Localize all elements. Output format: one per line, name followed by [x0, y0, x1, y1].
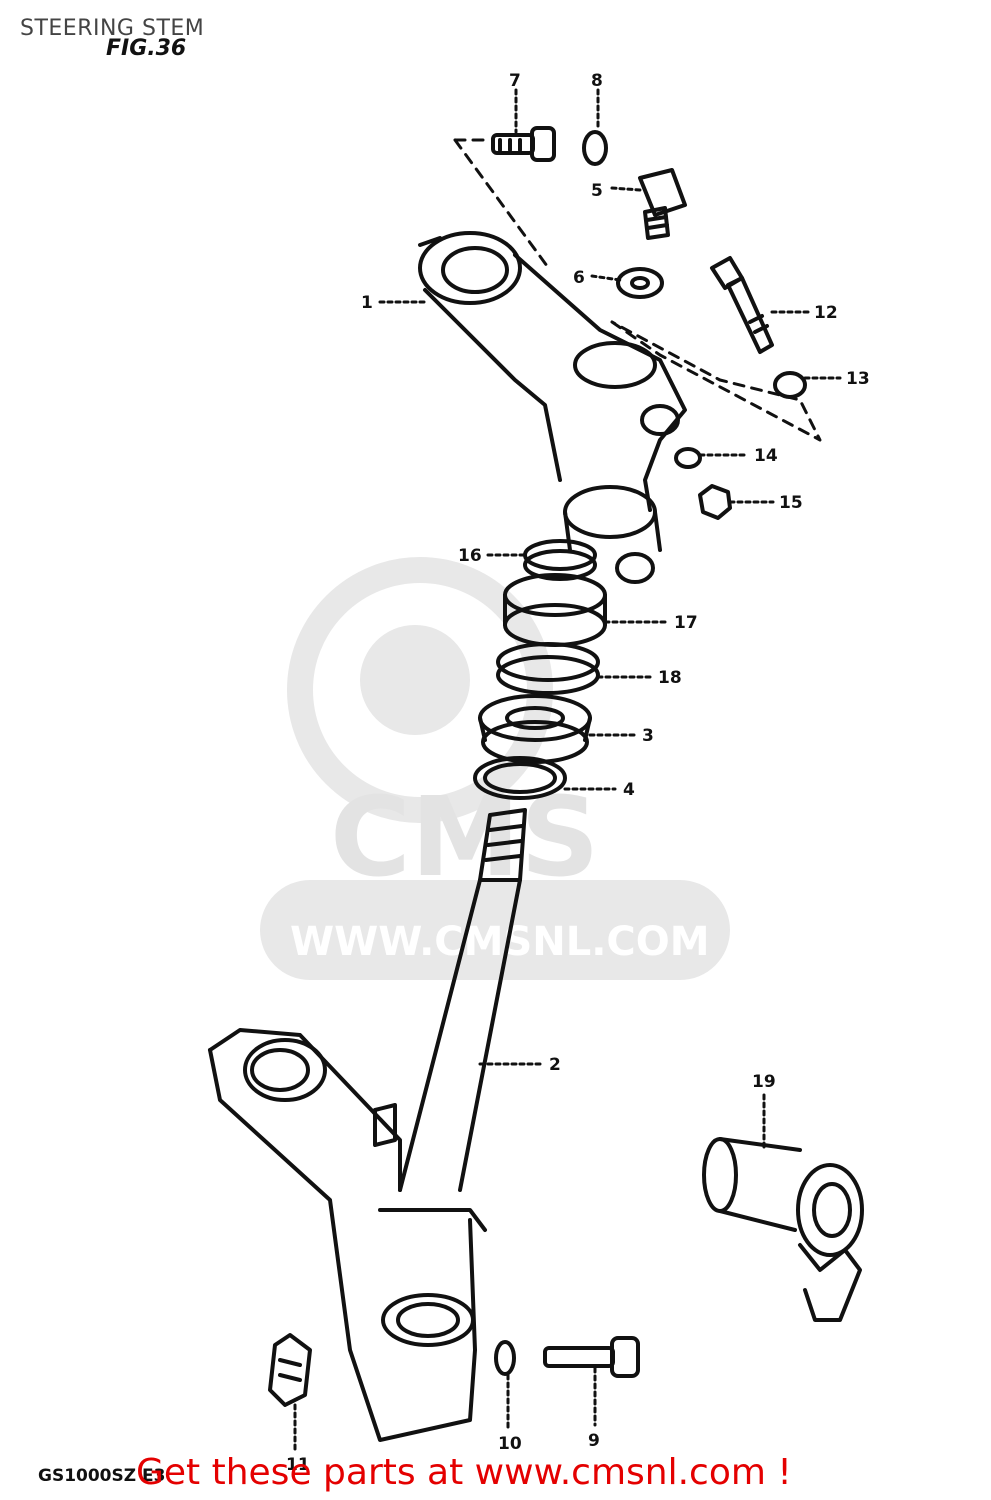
part-18-dust-seal[interactable] — [496, 642, 600, 695]
part-15-nut[interactable] — [698, 484, 732, 520]
label-2: 2 — [549, 1055, 561, 1075]
cta-link[interactable]: Get these parts at www.cmsnl.com ! — [136, 1452, 792, 1493]
label-18: 18 — [658, 668, 682, 688]
diagram-code: GS1000SZ E3 — [38, 1466, 166, 1486]
part-2-steering-stem[interactable] — [208, 808, 527, 1442]
part-8-washer[interactable] — [582, 130, 608, 166]
label-17: 17 — [674, 613, 698, 633]
watermark-url: WWW.CMSNL.COM — [290, 919, 710, 965]
part-10-washer[interactable] — [494, 1340, 516, 1376]
part-3-bearing[interactable] — [478, 694, 592, 764]
part-14-washer[interactable] — [674, 447, 702, 469]
page-title: STEERING STEM — [20, 16, 205, 41]
label-13: 13 — [846, 369, 870, 389]
part-12-bolt[interactable] — [710, 256, 774, 354]
label-4: 4 — [623, 780, 635, 800]
part-7-bolt[interactable] — [491, 126, 556, 162]
part-labels: 7 8 5 6 1 12 13 14 15 16 17 18 3 4 2 19 … — [286, 71, 870, 1475]
watermark-letters: CMS — [330, 773, 599, 901]
label-11: 11 — [286, 1455, 310, 1475]
part-9-bolt[interactable] — [543, 1336, 640, 1378]
label-19: 19 — [752, 1072, 776, 1092]
label-12: 12 — [814, 303, 838, 323]
watermark-logo — [260, 557, 730, 980]
part-19-steering-lock[interactable] — [702, 1137, 864, 1322]
label-15: 15 — [779, 493, 803, 513]
label-6: 6 — [573, 268, 585, 288]
label-10: 10 — [498, 1434, 522, 1454]
part-13-washer[interactable] — [773, 371, 807, 399]
part-1-upper-bracket[interactable] — [418, 231, 687, 584]
label-14: 14 — [754, 446, 778, 466]
label-8: 8 — [591, 71, 603, 91]
label-7: 7 — [509, 71, 521, 91]
guide-lines — [453, 138, 822, 442]
part-4-washer[interactable] — [473, 756, 567, 800]
label-16: 16 — [458, 546, 482, 566]
part-11-clamp[interactable] — [268, 1333, 312, 1407]
leader-lines — [293, 88, 842, 1452]
label-9: 9 — [588, 1431, 600, 1451]
figure-number: FIG.36 — [106, 36, 187, 61]
part-5-bolt[interactable] — [638, 168, 687, 240]
part-6-washer[interactable] — [616, 267, 664, 299]
label-5: 5 — [591, 181, 603, 201]
label-1: 1 — [361, 293, 373, 313]
label-3: 3 — [642, 726, 654, 746]
